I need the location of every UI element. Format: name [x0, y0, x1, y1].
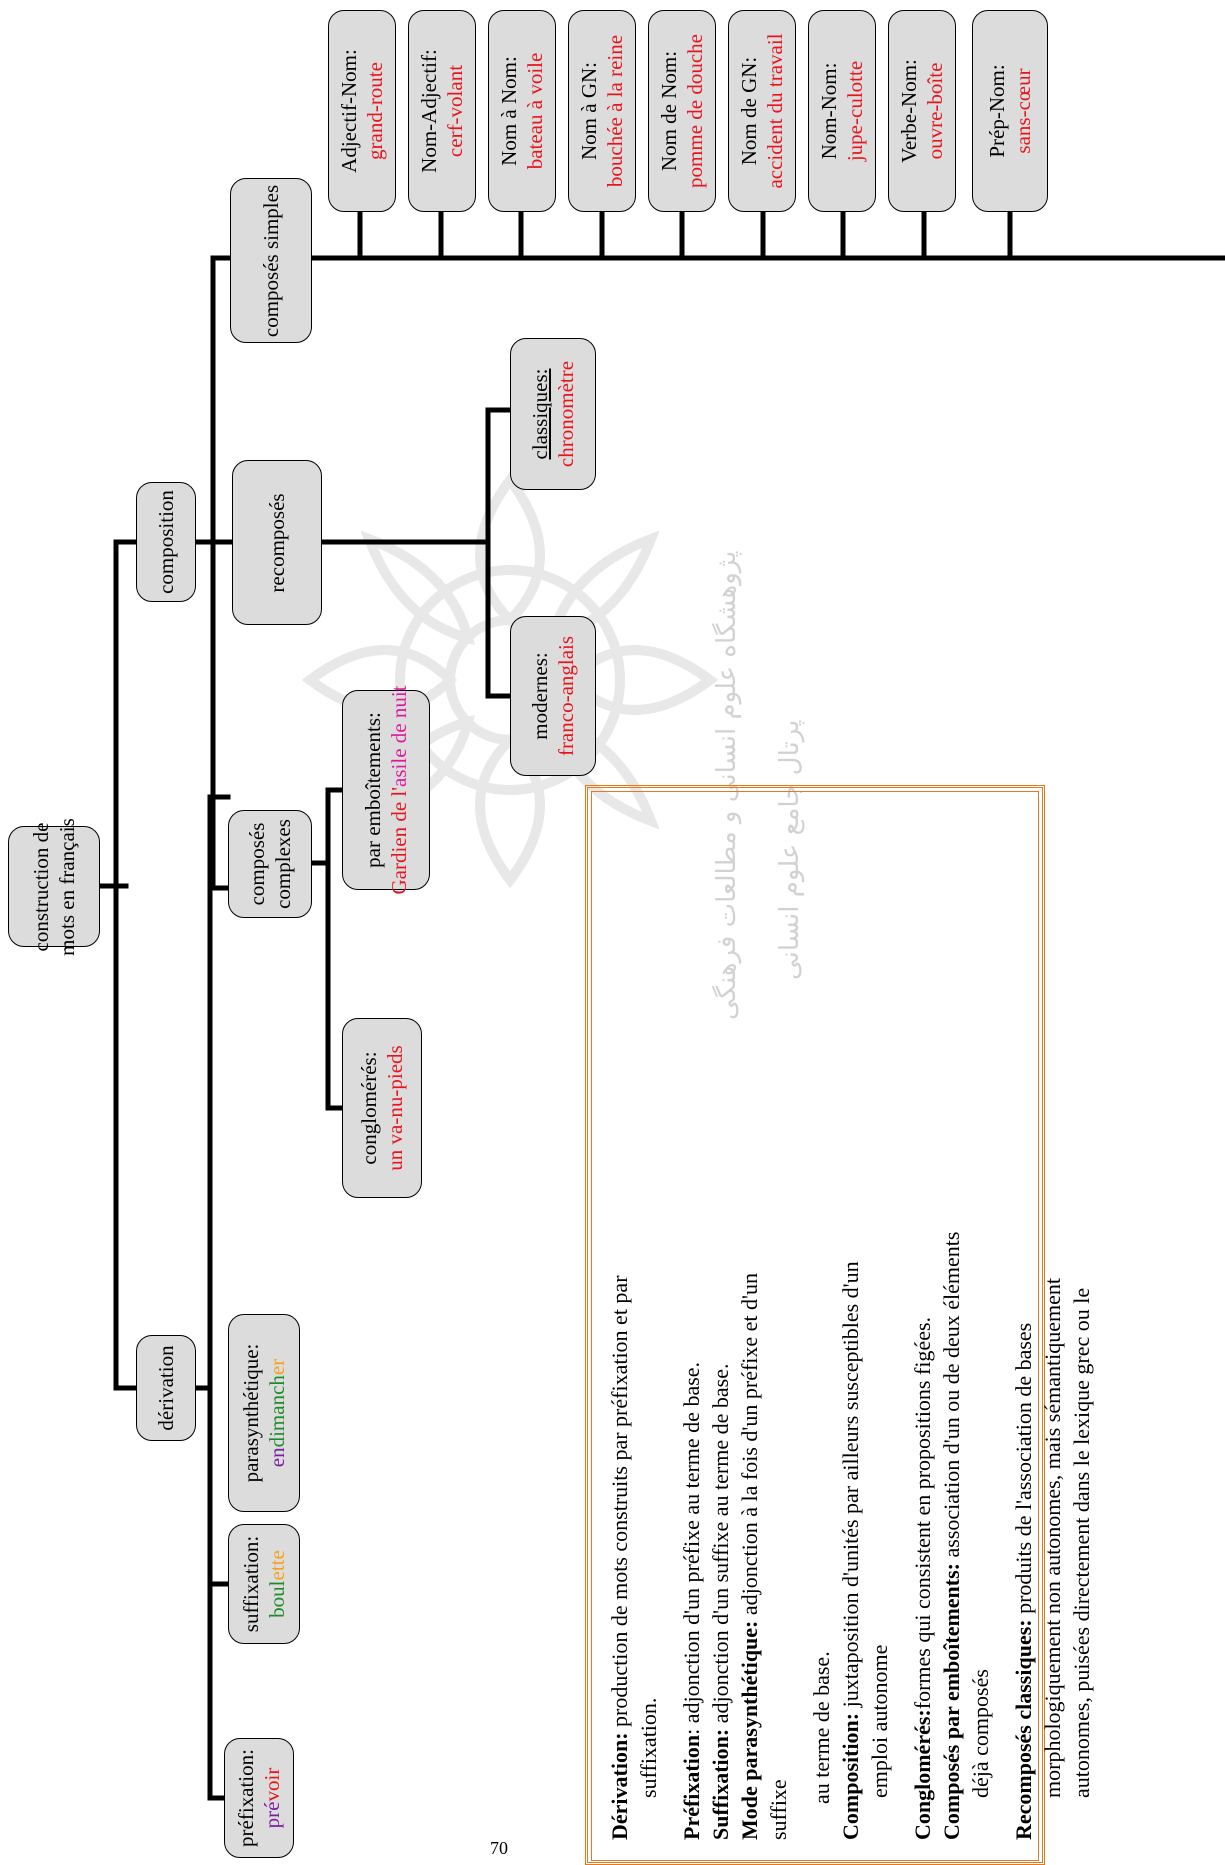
page-number: 70	[490, 1838, 508, 1858]
def-composition-text-2: emploi autonome	[867, 1644, 892, 1798]
modernes-example: franco-anglais	[554, 635, 578, 757]
def-suffixation-term: Suffixation:	[708, 1728, 733, 1840]
def-conglomeres-text: formes qui consistent en propositions fi…	[910, 1316, 935, 1710]
node-composition: composition	[136, 482, 196, 602]
leaf-example: cerf-volant	[443, 64, 467, 158]
leaf-example: ouvre-boîte	[923, 62, 947, 160]
node-emboitements: par emboîtements:Gardien de l'asile de n…	[342, 685, 430, 895]
def-derivation-text: production de mots construits par préfix…	[607, 1275, 632, 1733]
leaf-example: bateau à voile	[523, 52, 547, 170]
suffixation-example-suffix: ette	[265, 1550, 289, 1581]
node-root-line2: mots en français	[55, 817, 79, 956]
parasynthetique-label: parasynthétique:	[239, 1343, 263, 1483]
leaf-adjectif-nom: Adjectif-Nom:grand-route	[328, 10, 396, 212]
recomposes-label: recomposés	[265, 492, 289, 593]
def-composition-term: Composition:	[838, 1712, 863, 1840]
modernes-label: modernes:	[528, 652, 552, 740]
def-emboitements-text: association d'un ou de deux éléments	[939, 1231, 964, 1563]
leaf-nom-de-nom: Nom de Nom:pomme de douche	[648, 10, 716, 212]
def-parasynth-term: Mode parasynthétique:	[737, 1620, 762, 1840]
conglomeres-example: un va-nu-pieds	[383, 1045, 407, 1171]
node-derivation-label: dérivation	[154, 1345, 178, 1431]
composes-complexes-line2: complexes	[271, 819, 295, 909]
def-emboitements-text-2: déjà composés	[968, 1669, 993, 1798]
def-recomposes-text: produits de l'association de bases	[1011, 1322, 1036, 1620]
node-composes-simples: composés simples	[230, 178, 312, 343]
def-composition-text: juxtaposition d'unités par ailleurs susc…	[838, 1261, 863, 1713]
leaf-example: accident du travail	[763, 33, 787, 189]
leaf-example: pomme de douche	[683, 34, 707, 188]
leaf-nom-a-nom: Nom à Nom:bateau à voile	[488, 10, 556, 212]
leaf-nom-de-gn: Nom de GN:accident du travail	[728, 10, 796, 212]
parasynthetique-example-suffix: er	[265, 1358, 289, 1376]
prefixation-label: préfixation:	[234, 1749, 258, 1847]
node-composition-label: composition	[154, 490, 178, 594]
classiques-label: classiques:	[528, 368, 552, 460]
leaf-prep-nom: Prép-Nom:sans-cœur	[972, 10, 1048, 212]
suffixation-label: suffixation:	[239, 1535, 263, 1633]
leaf-type: Nom de GN:	[737, 56, 761, 166]
leaf-type: Nom-Adjectif:	[417, 49, 441, 173]
node-modernes: modernes:franco-anglais	[510, 616, 596, 776]
composes-simples-label: composés simples	[259, 184, 283, 337]
leaf-example: jupe-culotte	[843, 60, 867, 162]
definitions-text: Dérivation: production de mots construit…	[605, 800, 1094, 1840]
leaf-type: Nom à Nom:	[497, 56, 521, 166]
leaf-type: Adjectif-Nom:	[337, 49, 361, 173]
leaf-type: Verbe-Nom:	[897, 59, 921, 163]
node-classiques: classiques:chronomètre	[510, 338, 596, 490]
leaf-example: sans-cœur	[1011, 68, 1035, 154]
def-parasynth-text-3: au terme de base.	[809, 1651, 834, 1804]
node-conglomeres: conglomérés:un va-nu-pieds	[342, 1018, 422, 1198]
def-recomposes-text-3: autonomes, puisées directement dans le l…	[1069, 1287, 1094, 1798]
prefixation-example-base: voir	[260, 1767, 284, 1802]
leaf-type: Prép-Nom:	[985, 64, 1009, 158]
emboitements-example-b: asile de nuit	[387, 685, 411, 787]
suffixation-example-base: boul	[265, 1580, 289, 1618]
def-prefixation-text: : adjonction d'un préfixe au terme de ba…	[679, 1361, 704, 1735]
conglomeres-label: conglomérés:	[357, 1051, 381, 1165]
leaf-nom-a-gn: Nom à GN:bouchée à la reine	[568, 10, 636, 212]
emboitements-example-a: Gardien de l'	[387, 786, 411, 895]
def-prefixation-term: Préfixation	[679, 1734, 704, 1840]
def-recomposes-term: Recomposés classiques:	[1011, 1619, 1036, 1840]
classiques-example: chronomètre	[554, 360, 578, 468]
def-parasynth-text-2: suffixe	[766, 1779, 791, 1840]
leaf-type: Nom de Nom:	[657, 50, 681, 172]
node-recomposes: recomposés	[232, 460, 322, 625]
leaf-type: Nom-Nom:	[817, 62, 841, 160]
def-derivation-text-2: suffixation.	[636, 1697, 661, 1798]
leaf-type: Nom à GN:	[577, 62, 601, 161]
parasynthetique-example-prefix: en	[265, 1447, 289, 1468]
leaf-nom-nom: Nom-Nom:jupe-culotte	[808, 10, 876, 212]
prefixation-example-prefix: pré	[260, 1801, 284, 1829]
leaf-nom-adjectif: Nom-Adjectif:cerf-volant	[408, 10, 476, 212]
leaf-verbe-nom: Verbe-Nom:ouvre-boîte	[888, 10, 956, 212]
def-conglomeres-term: Conglomérés:	[910, 1709, 935, 1840]
parasynthetique-example-base: dimanch	[265, 1375, 289, 1448]
emboitements-label: par emboîtements:	[361, 712, 385, 868]
leaf-example: grand-route	[363, 62, 387, 160]
def-suffixation-text: adjonction d'un suffixe au terme de base…	[708, 1363, 733, 1729]
composes-complexes-line1: composés	[245, 822, 269, 906]
node-suffixation: suffixation:boulette	[228, 1524, 300, 1644]
node-root-line1: construction de	[29, 822, 53, 951]
node-parasynthetique: parasynthétique:endimancher	[228, 1314, 300, 1512]
def-emboitements-term: Composés par emboîtements:	[939, 1562, 964, 1840]
def-recomposes-text-2: morphologiquement non autonomes, mais sé…	[1040, 1278, 1065, 1798]
def-parasynth-text: adjonction à la fois d'un préfixe et d'u…	[737, 1273, 762, 1621]
node-derivation: dérivation	[136, 1335, 196, 1441]
def-derivation-term: Dérivation:	[607, 1732, 632, 1840]
node-prefixation: préfixation:prévoir	[224, 1738, 294, 1858]
leaf-example: bouchée à la reine	[603, 34, 627, 188]
